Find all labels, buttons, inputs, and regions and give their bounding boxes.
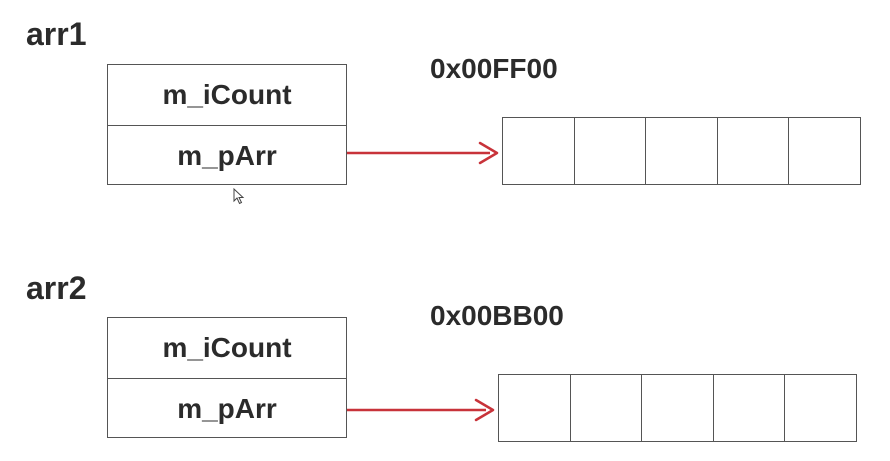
arr1-label: arr1 — [26, 16, 87, 52]
array-cell — [716, 118, 789, 184]
arr1-field-m-icount: m_iCount — [162, 79, 292, 110]
arr2-field-m-icount: m_iCount — [162, 332, 292, 363]
arr2-pointer-arrow — [347, 398, 495, 422]
mouse-cursor-icon — [233, 188, 245, 205]
arr2-field-m-parr: m_pArr — [108, 378, 346, 438]
arr2-array-block — [498, 374, 857, 442]
arr1-pointer-arrow — [347, 141, 499, 165]
arr1-address-label: 0x00FF00 — [430, 53, 558, 84]
array-cell — [784, 375, 856, 441]
array-cell — [573, 118, 646, 184]
arr1-array-block — [502, 117, 861, 185]
array-cell — [569, 375, 642, 441]
arr2-label: arr2 — [26, 270, 87, 306]
array-cell — [788, 118, 860, 184]
arr2-address-label: 0x00BB00 — [430, 300, 564, 331]
array-cell — [641, 375, 713, 441]
array-cell — [645, 118, 717, 184]
arr2-struct-box: m_iCount m_pArr — [107, 317, 347, 438]
array-cell — [712, 375, 785, 441]
arr1-struct-box: m_iCount m_pArr — [107, 64, 347, 185]
arr1-field-m-parr: m_pArr — [108, 125, 346, 185]
